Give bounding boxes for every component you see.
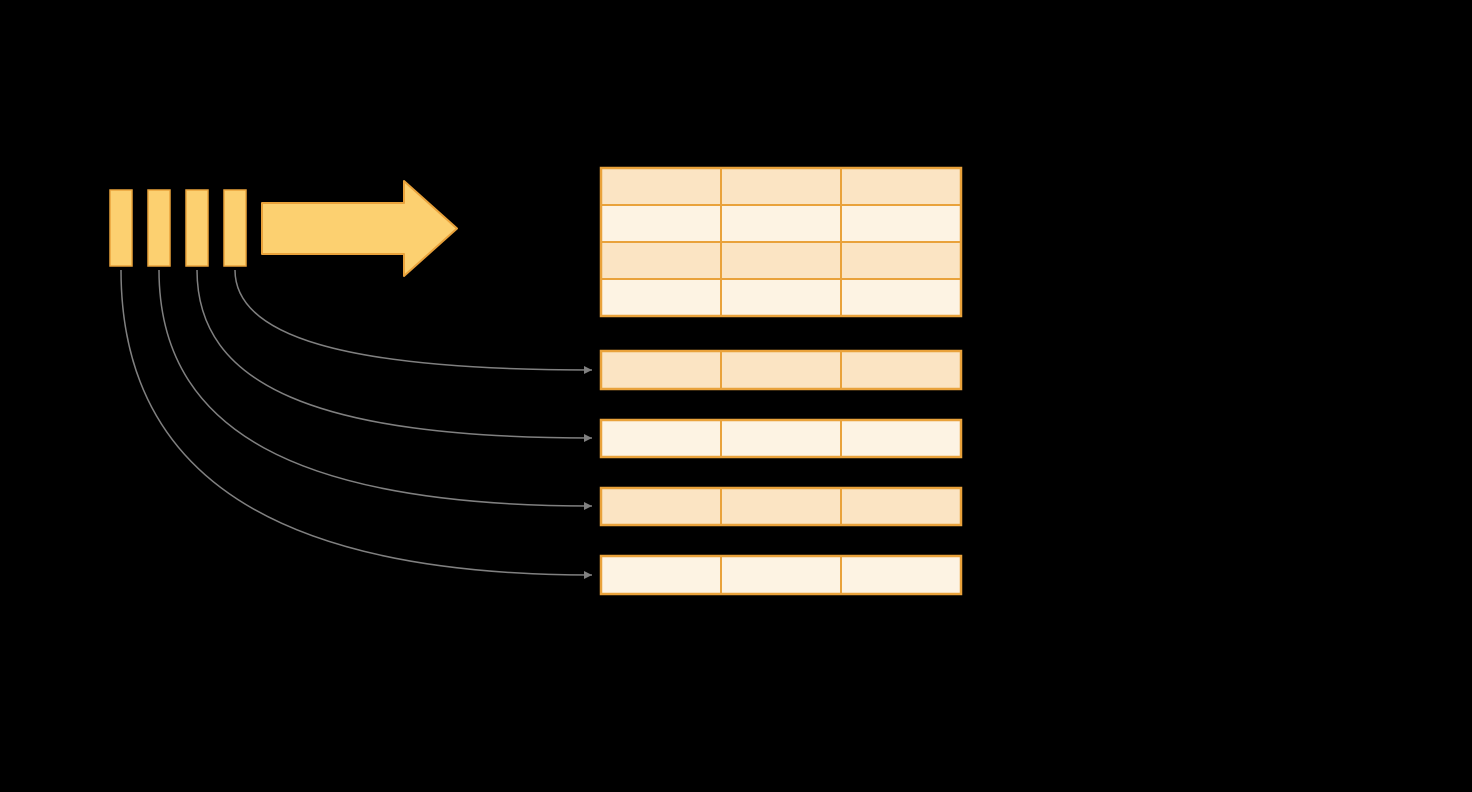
table-cell xyxy=(840,419,962,458)
table-cell xyxy=(840,278,962,317)
table-cell xyxy=(600,204,722,243)
row-table-1 xyxy=(599,349,963,391)
connector-curve xyxy=(196,269,593,442)
row-table-outline xyxy=(599,349,963,391)
table-cell xyxy=(720,350,842,390)
table-cell xyxy=(840,167,962,206)
table-cell xyxy=(720,419,842,458)
table-cell xyxy=(720,555,842,595)
table-cell xyxy=(720,204,842,243)
table-cell xyxy=(600,487,722,526)
row-table-outline xyxy=(599,486,963,527)
record-to-row-connectors xyxy=(120,269,593,579)
table-cell xyxy=(840,241,962,280)
table-cell xyxy=(720,241,842,280)
flow-arrow-icon xyxy=(261,180,458,277)
batch-table-outline xyxy=(599,166,963,318)
stream-record-bar xyxy=(109,189,133,267)
row-table-4 xyxy=(599,554,963,596)
row-table-outline xyxy=(599,418,963,459)
table-cell xyxy=(600,350,722,390)
table-cell xyxy=(600,555,722,595)
table-cell xyxy=(600,278,722,317)
table-cell xyxy=(720,278,842,317)
table-cell xyxy=(600,419,722,458)
row-table-3 xyxy=(599,486,963,527)
batch-table xyxy=(599,166,963,318)
table-cell xyxy=(840,350,962,390)
table-cell xyxy=(600,167,722,206)
table-cell xyxy=(600,241,722,280)
table-cell xyxy=(840,487,962,526)
table-cell xyxy=(840,204,962,243)
connector-curve xyxy=(234,269,593,374)
stream-record-bar xyxy=(223,189,247,267)
row-table-outline xyxy=(599,554,963,596)
stream-record-bar xyxy=(147,189,171,267)
table-cell xyxy=(720,167,842,206)
connector-curve xyxy=(120,269,593,579)
record-stream xyxy=(109,189,247,267)
table-cell xyxy=(840,555,962,595)
table-cell xyxy=(720,487,842,526)
stream-record-bar xyxy=(185,189,209,267)
connector-curve xyxy=(158,269,593,510)
row-table-2 xyxy=(599,418,963,459)
